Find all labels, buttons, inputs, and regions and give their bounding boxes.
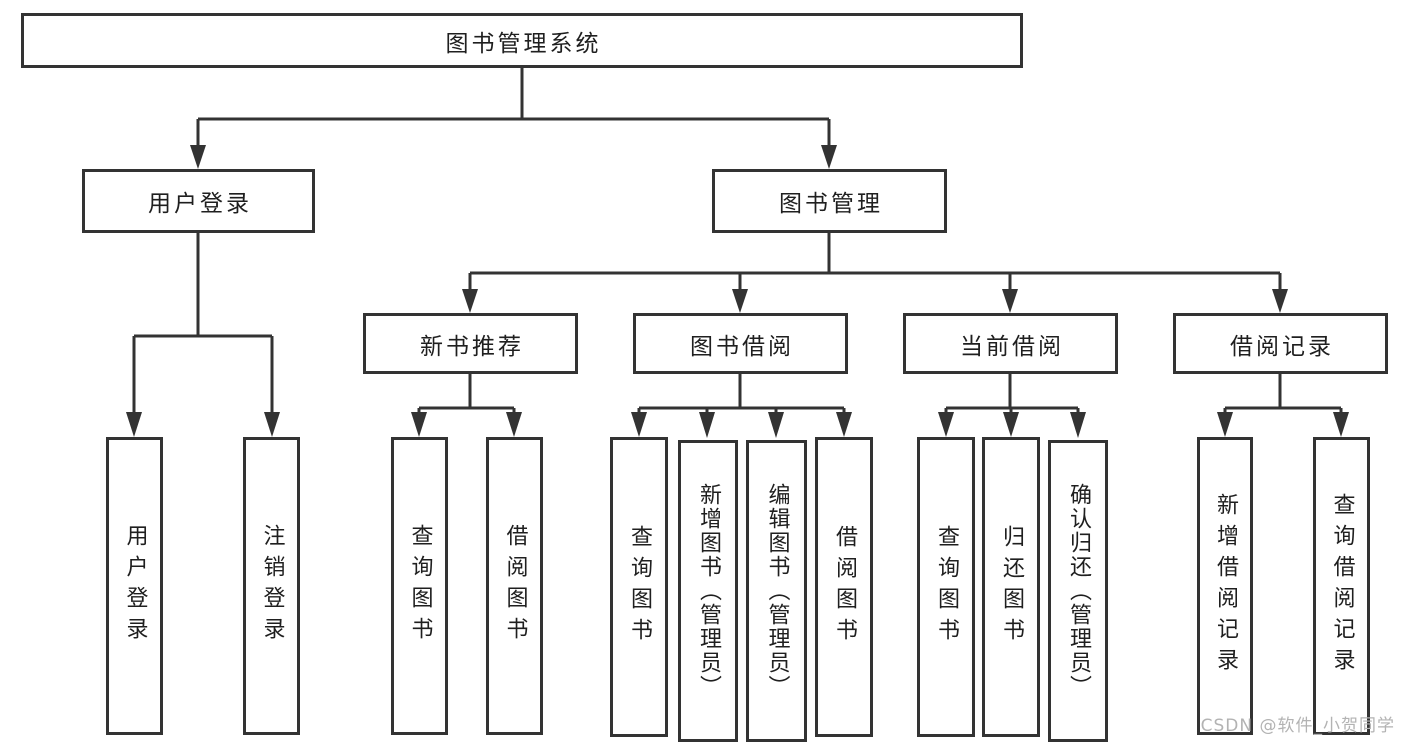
leaf-label: 归还图书 (999, 525, 1024, 649)
leaf-label: 查询图书 (627, 525, 652, 649)
leaf-add-borrow-record: 新增借阅记录 (1197, 437, 1253, 735)
node-label: 当前借阅 (960, 333, 1064, 360)
leaf-borrow-books: 借阅图书 (815, 437, 873, 737)
csdn-watermark: CSDN @软件_小贺同学 (1200, 716, 1395, 736)
node-label: 图书借阅 (690, 333, 794, 360)
leaf-return-book: 归还图书 (982, 437, 1040, 737)
node-new-book-recommend: 新书推荐 (363, 313, 578, 374)
leaf-label: 新增借阅记录 (1213, 493, 1238, 679)
node-library-management-system: 图书管理系统 (21, 13, 1023, 68)
node-label: 用户登录 (148, 191, 252, 217)
leaf-edit-book-admin: 编辑图书（管理员） (746, 440, 807, 742)
leaf-query-books-borrow: 查询图书 (610, 437, 668, 737)
node-label: 借阅记录 (1230, 333, 1334, 360)
leaf-borrow-books-recommend: 借阅图书 (486, 437, 543, 735)
node-borrow-records: 借阅记录 (1173, 313, 1388, 374)
node-label: 新书推荐 (420, 333, 524, 360)
leaf-label: 查询图书 (407, 524, 433, 648)
leaf-query-borrow-record: 查询借阅记录 (1313, 437, 1370, 735)
node-current-borrow: 当前借阅 (903, 313, 1118, 374)
leaf-label: 用户登录 (122, 524, 148, 648)
leaf-logout: 注销登录 (243, 437, 300, 735)
node-user-login: 用户登录 (82, 169, 315, 233)
leaf-label: 查询图书 (934, 525, 959, 649)
leaf-label: 借阅图书 (502, 524, 528, 648)
leaf-query-books-recommend: 查询图书 (391, 437, 448, 735)
leaf-confirm-return-admin: 确认归还（管理员） (1048, 440, 1108, 742)
leaf-label: 编辑图书（管理员） (764, 483, 790, 699)
node-label: 图书管理系统 (445, 30, 602, 57)
leaf-label: 借阅图书 (832, 525, 857, 649)
leaf-label: 新增图书（管理员） (696, 483, 721, 699)
node-label: 图书管理 (779, 191, 883, 217)
node-book-borrow: 图书借阅 (633, 313, 848, 374)
leaf-user-login: 用户登录 (106, 437, 163, 735)
leaf-label: 注销登录 (259, 524, 285, 648)
leaf-label: 查询借阅记录 (1329, 493, 1355, 679)
leaf-query-books-current: 查询图书 (917, 437, 975, 737)
leaf-add-book-admin: 新增图书（管理员） (678, 440, 738, 742)
leaf-label: 确认归还（管理员） (1066, 483, 1091, 699)
node-book-management: 图书管理 (712, 169, 947, 233)
